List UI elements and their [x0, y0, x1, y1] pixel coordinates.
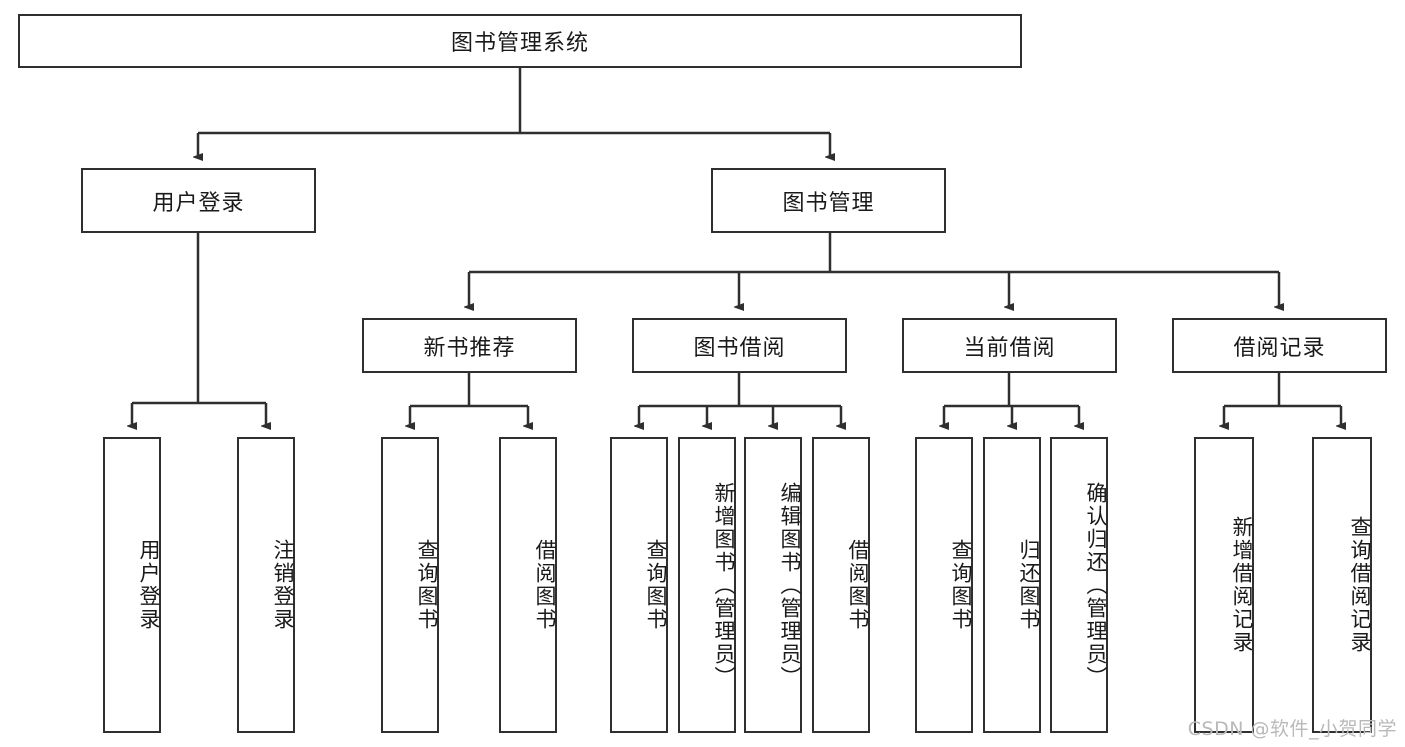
node-label: 新书推荐	[423, 335, 516, 361]
leaf-user-login-logout[interactable]: 注销登录	[237, 437, 295, 733]
leaf-user-login-login[interactable]: 用户登录	[103, 437, 161, 733]
leaf-book-borrow-add-book-admin[interactable]: 新增图书（管理员）	[678, 437, 736, 733]
node-label: 编辑图书（管理员）	[778, 481, 802, 689]
leaf-book-borrow-query-book[interactable]: 查询图书	[610, 437, 668, 733]
node-borrow-record[interactable]: 借阅记录	[1172, 318, 1387, 373]
leaf-book-borrow-borrow-book[interactable]: 借阅图书	[812, 437, 870, 733]
node-label: 用户登录	[152, 190, 245, 216]
node-label: 借阅图书	[846, 539, 870, 631]
node-label: 图书借阅	[693, 335, 786, 361]
node-label: 图书管理	[782, 190, 875, 216]
node-new-book-recommend[interactable]: 新书推荐	[362, 318, 577, 373]
leaf-current-borrow-query-book[interactable]: 查询图书	[915, 437, 973, 733]
node-label: 查询图书	[949, 539, 973, 631]
node-label: 用户登录	[137, 539, 161, 631]
leaf-book-borrow-edit-book-admin[interactable]: 编辑图书（管理员）	[744, 437, 802, 733]
node-book-management[interactable]: 图书管理	[711, 168, 946, 233]
node-label: 图书管理系统	[450, 31, 589, 56]
node-label: 查询图书	[415, 539, 439, 631]
node-label: 新增图书（管理员）	[712, 481, 736, 689]
leaf-current-borrow-confirm-return-admin[interactable]: 确认归还（管理员）	[1050, 437, 1108, 733]
node-label: 归还图书	[1017, 539, 1041, 631]
node-label: 新增借阅记录	[1230, 516, 1254, 654]
leaf-borrow-record-query-record[interactable]: 查询借阅记录	[1312, 437, 1372, 733]
node-label: 查询借阅记录	[1348, 516, 1372, 654]
node-book-borrow[interactable]: 图书借阅	[632, 318, 847, 373]
node-user-login[interactable]: 用户登录	[81, 168, 316, 233]
node-label: 注销登录	[271, 539, 295, 631]
node-root-book-management-system[interactable]: 图书管理系统	[18, 14, 1022, 68]
node-label: 确认归还（管理员）	[1084, 481, 1108, 689]
watermark-text: CSDN @软件_小贺同学	[1187, 718, 1397, 740]
node-current-borrow[interactable]: 当前借阅	[902, 318, 1117, 373]
leaf-new-book-query-book[interactable]: 查询图书	[381, 437, 439, 733]
leaf-borrow-record-add-record[interactable]: 新增借阅记录	[1194, 437, 1254, 733]
node-label: 借阅图书	[533, 539, 557, 631]
leaf-new-book-borrow-book[interactable]: 借阅图书	[499, 437, 557, 733]
leaf-current-borrow-return-book[interactable]: 归还图书	[983, 437, 1041, 733]
node-label: 借阅记录	[1233, 335, 1326, 361]
node-label: 查询图书	[644, 539, 668, 631]
node-label: 当前借阅	[963, 335, 1056, 361]
